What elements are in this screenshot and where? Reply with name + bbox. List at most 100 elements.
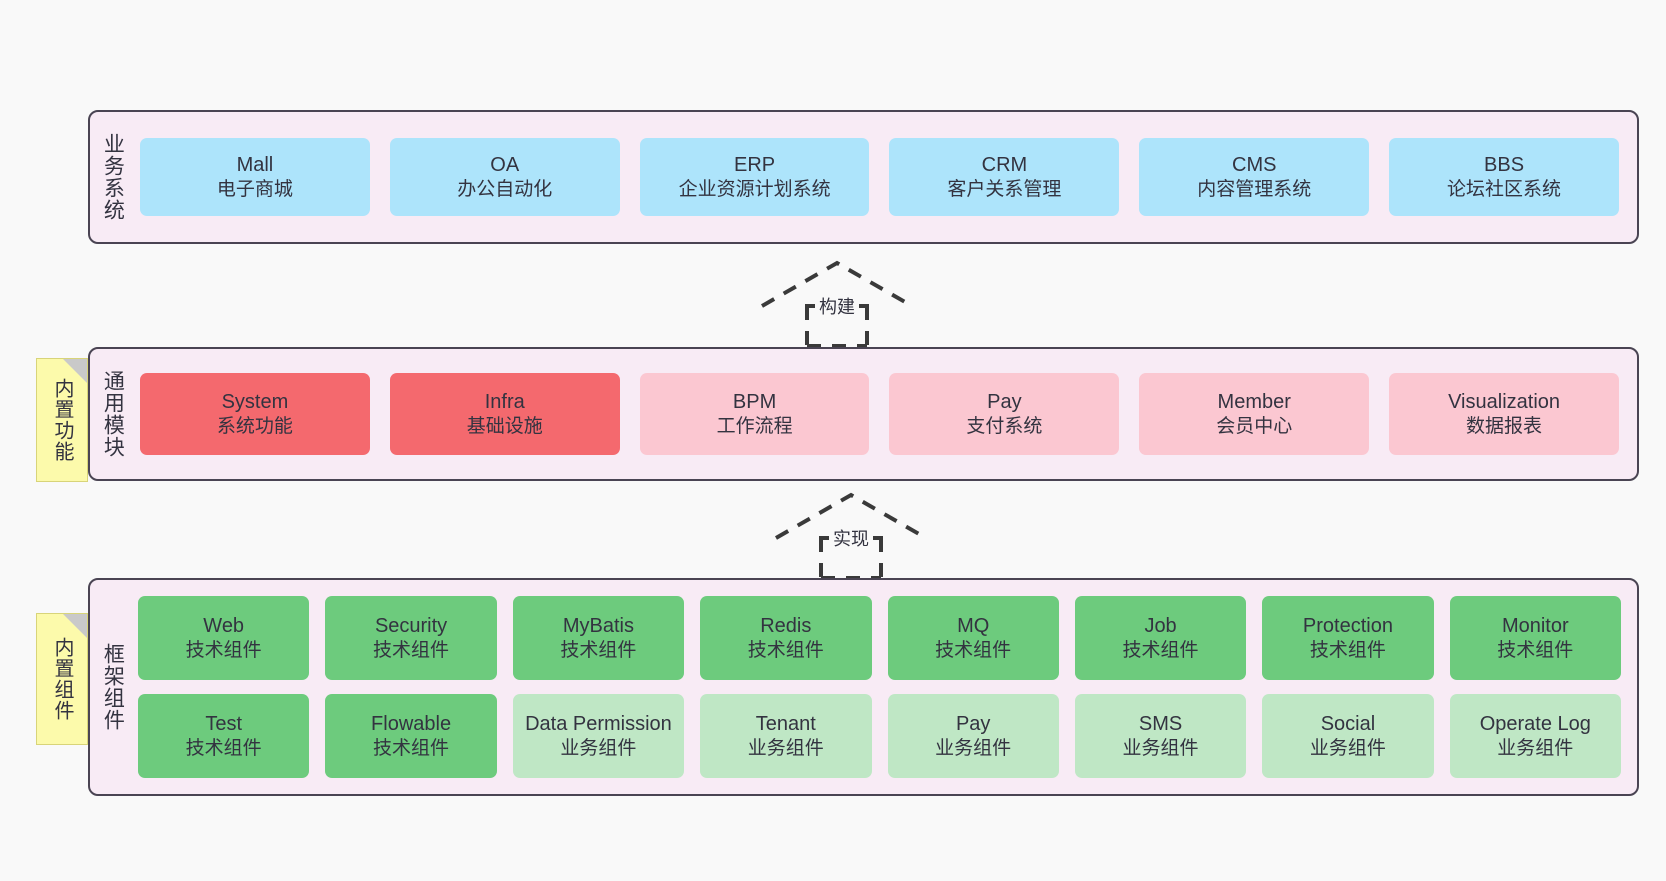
card-operate-log[interactable]: Operate Log 业务组件 bbox=[1449, 694, 1621, 778]
card-title-en: MyBatis bbox=[562, 615, 634, 638]
layer-common-modules: 通用模块 System 系统功能 Infra 基础设施 BPM 工作流程 Pay… bbox=[88, 347, 1639, 481]
card-title-cn: 内容管理系统 bbox=[1197, 178, 1312, 200]
card-title-en: Mall bbox=[236, 154, 274, 177]
card-title-cn: 技术组件 bbox=[935, 639, 1012, 661]
card-row: Mall 电子商城 OA 办公自动化 ERP 企业资源计划系统 CRM 客户关系… bbox=[140, 138, 1619, 216]
card-title-en: Member bbox=[1217, 391, 1291, 414]
card-title-en: Infra bbox=[484, 391, 525, 414]
card-title-cn: 技术组件 bbox=[747, 639, 824, 661]
card-title-cn: 基础设施 bbox=[466, 415, 543, 437]
card-title-en: SMS bbox=[1138, 713, 1183, 736]
card-title-cn: 业务组件 bbox=[747, 737, 824, 759]
card-bpm[interactable]: BPM 工作流程 bbox=[639, 373, 870, 455]
card-title-en: Visualization bbox=[1448, 391, 1561, 414]
card-title-en: Data Permission bbox=[525, 713, 672, 736]
card-job[interactable]: Job 技术组件 bbox=[1074, 596, 1247, 680]
card-title-en: ERP bbox=[734, 154, 776, 177]
card-redis[interactable]: Redis 技术组件 bbox=[700, 596, 872, 680]
card-sms[interactable]: SMS 业务组件 bbox=[1074, 694, 1247, 778]
card-title-cn: 业务组件 bbox=[1309, 737, 1386, 759]
card-mq[interactable]: MQ 技术组件 bbox=[887, 596, 1059, 680]
card-title-cn: 办公自动化 bbox=[457, 178, 553, 200]
card-title-cn: 技术组件 bbox=[185, 639, 262, 661]
layer-body-common: System 系统功能 Infra 基础设施 BPM 工作流程 Pay 支付系统… bbox=[134, 349, 1637, 479]
card-flowable[interactable]: Flowable 技术组件 bbox=[325, 694, 497, 778]
card-title-cn: 论坛社区系统 bbox=[1447, 178, 1562, 200]
card-title-cn: 技术组件 bbox=[1497, 639, 1574, 661]
card-web[interactable]: Web 技术组件 bbox=[138, 596, 310, 680]
card-title-cn: 技术组件 bbox=[560, 639, 637, 661]
card-title-cn: 业务组件 bbox=[1122, 737, 1199, 759]
card-title-en: CRM bbox=[981, 154, 1028, 177]
card-title-en: Social bbox=[1320, 713, 1376, 736]
layer-framework-components: 框架组件 Web 技术组件 Security 技术组件 MyBatis 技术组件… bbox=[88, 578, 1639, 796]
connector-label-implement: 实现 bbox=[829, 524, 873, 552]
card-title-en: MQ bbox=[957, 615, 990, 638]
layer-body-framework: Web 技术组件 Security 技术组件 MyBatis 技术组件 Redi… bbox=[134, 580, 1637, 794]
card-security[interactable]: Security 技术组件 bbox=[325, 596, 497, 680]
card-title-en: Monitor bbox=[1501, 615, 1569, 638]
connector-label-build: 构建 bbox=[815, 292, 859, 320]
card-title-en: BPM bbox=[732, 391, 777, 414]
card-mybatis[interactable]: MyBatis 技术组件 bbox=[512, 596, 685, 680]
card-title-en: Tenant bbox=[755, 713, 816, 736]
connector-implement: 实现 bbox=[771, 490, 931, 580]
card-title-en: CMS bbox=[1232, 154, 1277, 177]
card-title-en: BBS bbox=[1484, 154, 1525, 177]
card-title-cn: 技术组件 bbox=[373, 639, 450, 661]
card-social[interactable]: Social 业务组件 bbox=[1262, 694, 1434, 778]
card-title-cn: 会员中心 bbox=[1216, 415, 1293, 437]
card-title-cn: 业务组件 bbox=[560, 737, 637, 759]
card-title-cn: 技术组件 bbox=[1122, 639, 1199, 661]
connector-build: 构建 bbox=[757, 258, 917, 348]
card-test[interactable]: Test 技术组件 bbox=[138, 694, 310, 778]
card-system[interactable]: System 系统功能 bbox=[140, 373, 370, 455]
card-title-en: Protection bbox=[1302, 615, 1393, 638]
note-builtin-components: 内置组件 bbox=[36, 613, 88, 745]
card-erp[interactable]: ERP 企业资源计划系统 bbox=[639, 138, 870, 216]
card-title-en: Pay bbox=[955, 713, 991, 736]
card-title-en: Redis bbox=[760, 615, 812, 638]
card-infra[interactable]: Infra 基础设施 bbox=[389, 373, 620, 455]
card-title-en: Pay bbox=[987, 391, 1022, 414]
card-pay[interactable]: Pay 支付系统 bbox=[889, 373, 1120, 455]
card-title-cn: 系统功能 bbox=[216, 415, 293, 437]
card-oa[interactable]: OA 办公自动化 bbox=[389, 138, 620, 216]
card-title-cn: 客户关系管理 bbox=[947, 178, 1062, 200]
card-title-en: Job bbox=[1144, 615, 1177, 638]
card-cms[interactable]: CMS 内容管理系统 bbox=[1139, 138, 1370, 216]
card-title-en: Web bbox=[203, 615, 245, 638]
card-title-cn: 业务组件 bbox=[935, 737, 1012, 759]
card-title-cn: 支付系统 bbox=[966, 415, 1043, 437]
card-title-cn: 技术组件 bbox=[373, 737, 450, 759]
card-title-cn: 数据报表 bbox=[1466, 415, 1543, 437]
card-mall[interactable]: Mall 电子商城 bbox=[140, 138, 370, 216]
card-title-en: Test bbox=[205, 713, 243, 736]
card-title-cn: 电子商城 bbox=[216, 178, 293, 200]
card-data-permission[interactable]: Data Permission 业务组件 bbox=[512, 694, 685, 778]
card-visualization[interactable]: Visualization 数据报表 bbox=[1389, 373, 1619, 455]
card-monitor[interactable]: Monitor 技术组件 bbox=[1449, 596, 1621, 680]
card-title-en: Flowable bbox=[371, 713, 452, 736]
card-row: System 系统功能 Infra 基础设施 BPM 工作流程 Pay 支付系统… bbox=[140, 373, 1619, 455]
card-title-en: OA bbox=[490, 154, 520, 177]
card-protection[interactable]: Protection 技术组件 bbox=[1262, 596, 1434, 680]
card-bbs[interactable]: BBS 论坛社区系统 bbox=[1389, 138, 1619, 216]
card-title-cn: 企业资源计划系统 bbox=[678, 178, 831, 200]
card-title-cn: 业务组件 bbox=[1497, 737, 1574, 759]
card-crm[interactable]: CRM 客户关系管理 bbox=[889, 138, 1120, 216]
card-pay-business[interactable]: Pay 业务组件 bbox=[887, 694, 1059, 778]
layer-title-common: 通用模块 bbox=[101, 370, 125, 458]
card-member[interactable]: Member 会员中心 bbox=[1139, 373, 1370, 455]
card-title-cn: 技术组件 bbox=[1309, 639, 1386, 661]
card-title-en: Security bbox=[374, 615, 448, 638]
card-row-business: Test 技术组件 Flowable 技术组件 Data Permission … bbox=[138, 694, 1621, 778]
card-title-cn: 工作流程 bbox=[716, 415, 793, 437]
note-builtin-features: 内置功能 bbox=[36, 358, 88, 482]
layer-body-business: Mall 电子商城 OA 办公自动化 ERP 企业资源计划系统 CRM 客户关系… bbox=[134, 112, 1637, 242]
card-title-cn: 技术组件 bbox=[185, 737, 262, 759]
card-tenant[interactable]: Tenant 业务组件 bbox=[700, 694, 872, 778]
card-row-technical: Web 技术组件 Security 技术组件 MyBatis 技术组件 Redi… bbox=[138, 596, 1621, 680]
layer-title-business: 业务系统 bbox=[101, 133, 125, 221]
layer-business-systems: 业务系统 Mall 电子商城 OA 办公自动化 ERP 企业资源计划系统 CRM… bbox=[88, 110, 1639, 244]
